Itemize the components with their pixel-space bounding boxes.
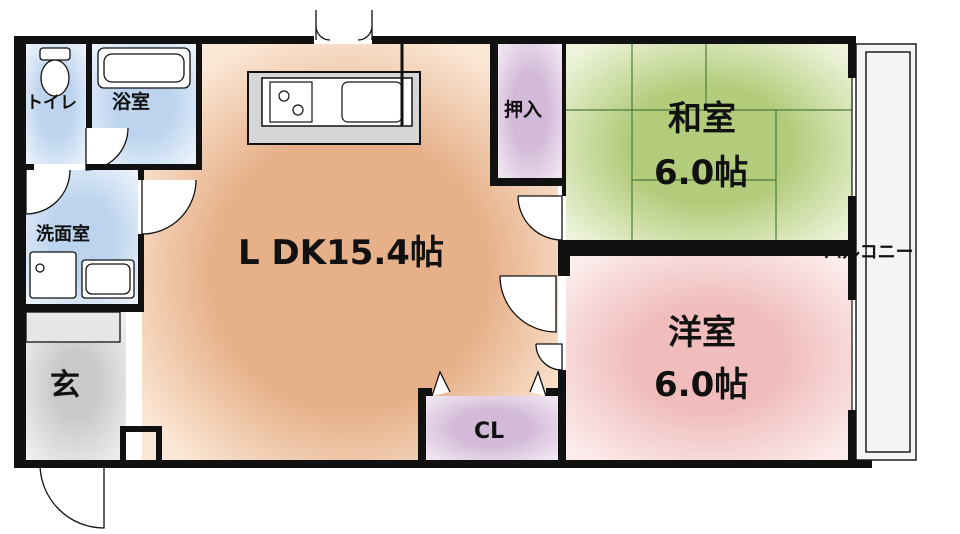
shoe-box bbox=[25, 311, 121, 343]
walls bbox=[14, 36, 872, 468]
stove-icon bbox=[269, 81, 313, 123]
bath-label: 浴室 bbox=[112, 90, 150, 113]
youshitsu-name: 洋室 bbox=[668, 313, 736, 353]
tatami-lines bbox=[566, 44, 852, 248]
youshitsu-floor bbox=[566, 256, 852, 460]
oshiire-label: 押入 bbox=[504, 98, 542, 121]
washitsu-floor bbox=[566, 44, 852, 248]
bathtub-icon bbox=[97, 47, 191, 89]
washroom-label: 洗面室 bbox=[36, 223, 90, 245]
kitchen-counter bbox=[247, 44, 421, 145]
door-swings bbox=[25, 10, 563, 529]
washitsu-size: 6.0帖 bbox=[654, 153, 748, 193]
sink-icon bbox=[341, 81, 403, 123]
oshiire-floor bbox=[498, 44, 562, 178]
washitsu-name: 和室 bbox=[668, 99, 736, 139]
toilet-icon bbox=[39, 47, 71, 97]
washbasin-icon bbox=[29, 251, 135, 299]
ldk-label: L DK15.4帖 bbox=[238, 233, 444, 273]
youshitsu-size: 6.0帖 bbox=[654, 365, 748, 405]
cl-label: CL bbox=[474, 419, 504, 444]
entrance-label: 玄 bbox=[50, 368, 80, 403]
cl-floor bbox=[426, 396, 558, 460]
balcony-label: バルコニー bbox=[824, 242, 914, 263]
toilet-label: トイレ bbox=[26, 93, 77, 113]
